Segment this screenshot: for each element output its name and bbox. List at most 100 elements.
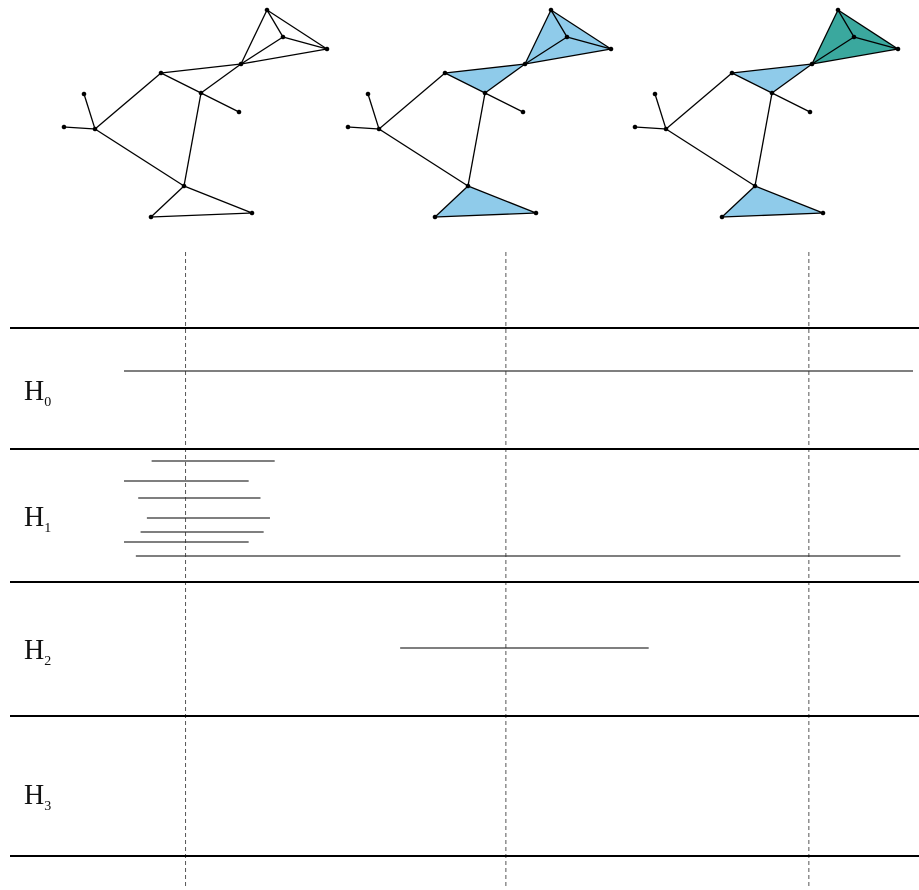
- complex-edge: [721, 212, 824, 218]
- complex-edge: [771, 63, 813, 94]
- complex-edge: [240, 48, 328, 65]
- complex-2: [345, 7, 614, 220]
- complex-edge: [150, 185, 185, 218]
- complex-vertex: [835, 7, 841, 13]
- complex-edge: [266, 9, 284, 38]
- complex-edge: [266, 9, 328, 50]
- complex-vertex: [663, 126, 669, 132]
- complex-vertex: [548, 7, 554, 13]
- complex-edge: [444, 72, 486, 94]
- complex-vertex: [465, 183, 471, 189]
- complex-edge: [837, 9, 855, 38]
- complex-edge: [434, 212, 537, 218]
- complex-vertex: [158, 70, 164, 76]
- complex-edge: [347, 126, 380, 130]
- band-rules: [10, 327, 919, 857]
- complex-vertex: [769, 90, 775, 96]
- simplicial-complexes: [61, 7, 901, 220]
- complex-edge: [524, 36, 568, 65]
- complex-edge: [434, 185, 469, 218]
- complex-edge: [853, 36, 899, 50]
- complex-edge: [654, 93, 667, 130]
- filtration-markers: [185, 252, 810, 888]
- complex-edge: [200, 92, 240, 113]
- complex-vertex: [442, 70, 448, 76]
- complex-edge: [150, 212, 253, 218]
- complex-edge: [83, 93, 96, 130]
- complex-edge: [566, 36, 612, 50]
- complex-vertex: [820, 210, 826, 216]
- complex-edge: [550, 9, 612, 50]
- complex-edge: [754, 92, 773, 187]
- complex-edge: [665, 128, 756, 187]
- complex-edge: [524, 9, 552, 65]
- band-label-h3: H3: [24, 780, 52, 814]
- complex-edge: [811, 9, 839, 65]
- complex-edge: [183, 92, 202, 187]
- complex-edge: [444, 63, 526, 74]
- complex-edge: [721, 185, 756, 218]
- complex-vertex: [198, 90, 204, 96]
- filled-triangle: [722, 186, 823, 217]
- complex-vertex: [719, 214, 725, 220]
- complex-vertex: [851, 34, 857, 40]
- complex-vertex: [376, 126, 382, 132]
- complex-edge: [634, 126, 667, 130]
- complex-edge: [754, 185, 824, 214]
- complex-vertex: [752, 183, 758, 189]
- complex-edge: [240, 9, 268, 65]
- band-label-h0: H0: [24, 376, 52, 410]
- complex-edge: [160, 72, 202, 94]
- complex-edge: [200, 63, 242, 94]
- complex-vertex: [92, 126, 98, 132]
- complex-vertex: [365, 91, 371, 97]
- complex-vertex: [238, 61, 244, 67]
- complex-edge: [367, 93, 380, 130]
- complex-vertex: [522, 61, 528, 67]
- complex-edge: [811, 48, 899, 65]
- band-label-h1: H1: [24, 502, 52, 536]
- complex-vertex: [81, 91, 87, 97]
- complex-vertex: [148, 214, 154, 220]
- complex-vertex: [249, 210, 255, 216]
- complex-vertex: [809, 61, 815, 67]
- complex-vertex: [345, 124, 351, 130]
- complex-vertex: [608, 46, 614, 52]
- complex-edge: [94, 128, 185, 187]
- complex-vertex: [324, 46, 330, 52]
- complex-edge: [665, 72, 733, 130]
- complex-edge: [550, 9, 568, 38]
- complex-edge: [183, 185, 253, 214]
- tetrahedron-face: [812, 10, 854, 64]
- complex-edge: [94, 72, 162, 130]
- filled-triangle: [435, 186, 536, 217]
- complex-vertex: [236, 109, 242, 115]
- band-label-h2: H2: [24, 635, 52, 669]
- complex-edge: [484, 92, 524, 113]
- complex-edge: [467, 185, 537, 214]
- complex-edge: [771, 92, 811, 113]
- complex-edge: [484, 63, 526, 94]
- complex-edge: [731, 72, 773, 94]
- complex-edge: [63, 126, 96, 130]
- complex-vertex: [895, 46, 901, 52]
- complex-vertex: [61, 124, 67, 130]
- barcodes: [124, 370, 913, 649]
- complex-edge: [811, 36, 855, 65]
- complex-vertex: [533, 210, 539, 216]
- complex-vertex: [564, 34, 570, 40]
- complex-vertex: [264, 7, 270, 13]
- complex-vertex: [181, 183, 187, 189]
- complex-1: [61, 7, 330, 220]
- complex-edge: [731, 63, 813, 74]
- complex-edge: [378, 72, 446, 130]
- complex-vertex: [632, 124, 638, 130]
- complex-edge: [160, 63, 242, 74]
- complex-vertex: [280, 34, 286, 40]
- complex-vertex: [729, 70, 735, 76]
- complex-vertex: [807, 109, 813, 115]
- complex-edge: [837, 9, 899, 50]
- complex-edge: [282, 36, 328, 50]
- complex-edge: [524, 48, 612, 65]
